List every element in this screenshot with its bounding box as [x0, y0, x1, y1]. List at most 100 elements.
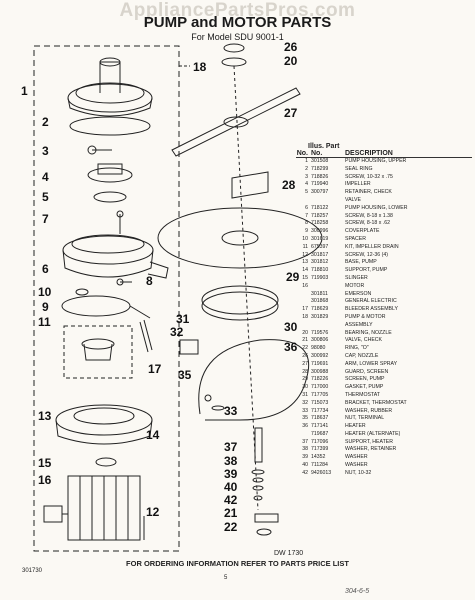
callout-40: 40 [224, 480, 238, 494]
slinger [95, 457, 117, 467]
row-description: WASHER [345, 454, 368, 461]
row-part-no: 718257 [311, 212, 329, 219]
row-description: VALVE, CHECK [345, 337, 382, 344]
bleeder-assembly [139, 319, 153, 353]
nozzle-bearing [221, 57, 247, 67]
row-illus-no: 17 [302, 306, 308, 313]
screw-8 [116, 278, 132, 286]
spacer [75, 288, 89, 296]
pump-motor-assembly-outline [33, 45, 180, 552]
row-illus-no: 29 [302, 376, 308, 383]
row-illus-no: 31 [302, 391, 308, 398]
row-illus-no: 3 [305, 173, 308, 180]
callout-7: 7 [42, 212, 49, 226]
table-row: VALVE [296, 197, 472, 205]
row-part-no: 14352 [311, 454, 326, 461]
row-description: NUT, TERMINAL [345, 415, 385, 422]
callout-13: 13 [38, 409, 52, 423]
lower-spray-arm [171, 87, 301, 157]
callout-39: 39 [224, 467, 238, 481]
row-part-no: 719903 [311, 274, 329, 281]
row-description: WASHER, RUBBER [345, 407, 393, 414]
row-description: EMERSON [345, 290, 372, 297]
coverplate [61, 295, 151, 319]
row-description: PUMP HOUSING, LOWER [345, 204, 408, 211]
callout-31: 31 [176, 312, 190, 326]
callout-26: 26 [284, 40, 298, 54]
table-row: ASSEMBLY [296, 322, 472, 330]
row-illus-no: 42 [302, 469, 308, 476]
callout-20: 20 [284, 54, 298, 68]
screw-7 [116, 210, 124, 234]
row-illus-no: 36 [302, 423, 308, 430]
row-description: MOTOR [345, 282, 365, 289]
row-part-no: 675397 [311, 243, 329, 250]
row-illus-no: 27 [302, 360, 308, 367]
callout-36: 36 [284, 340, 298, 354]
row-part-no: 715073 [311, 399, 329, 406]
page-subtitle: For Model SDU 9001-1 [191, 32, 284, 42]
row-description: SCREEN, PUMP [345, 376, 385, 383]
row-description: PUMP HOUSING, UPPER [345, 158, 407, 164]
row-description: BLEEDER ASSEMBLY [345, 306, 398, 313]
row-description: HEATER [345, 423, 366, 430]
row-part-no: 300988 [311, 368, 329, 375]
row-illus-no: 28 [302, 368, 308, 375]
motor [43, 475, 141, 541]
page-title: PUMP and MOTOR PARTS [143, 14, 332, 31]
pump-gasket [201, 285, 279, 321]
row-description: GUARD, SCREEN [345, 368, 389, 375]
screw-3 [87, 145, 112, 155]
row-description: WASHER [345, 462, 368, 469]
row-description: BEARING, NOZZLE [345, 329, 392, 336]
row-description: RETAINER, CHECK [345, 189, 392, 196]
row-part-no: 719576 [311, 329, 329, 336]
row-illus-no [296, 291, 311, 299]
row-part-no: 301812 [311, 259, 329, 266]
ordering-info-footer: FOR ORDERING INFORMATION REFER TO PARTS … [126, 559, 349, 568]
row-illus-no [296, 298, 311, 306]
row-description: PUMP & MOTOR [345, 313, 386, 320]
row-illus-no: 1 [305, 158, 308, 164]
callout-42: 42 [224, 493, 238, 507]
row-illus-no: 4 [305, 181, 308, 188]
row-description: SCREW, 8-18 x .62 [345, 220, 390, 227]
row-part-no: 719691 [311, 360, 329, 367]
row-illus-no: 6 [305, 204, 308, 211]
row-description: IMPELLER [345, 181, 371, 188]
row-part-no [311, 197, 345, 205]
row-illus-no: 20 [302, 329, 308, 336]
callout-21: 21 [224, 506, 238, 520]
row-part-no: 718826 [311, 173, 329, 180]
callout-30: 30 [284, 320, 298, 334]
row-illus-no: 18 [302, 313, 308, 320]
row-description: SPACER [345, 235, 366, 242]
callout-1: 1 [21, 84, 28, 98]
callout-11: 11 [38, 315, 51, 329]
row-part-no: 718637 [311, 415, 329, 422]
row-part-no: 301817 [311, 251, 329, 258]
row-illus-no: 10 [302, 235, 308, 242]
row-part-no: 98080 [311, 345, 326, 352]
row-part-no: 301508 [311, 158, 329, 164]
